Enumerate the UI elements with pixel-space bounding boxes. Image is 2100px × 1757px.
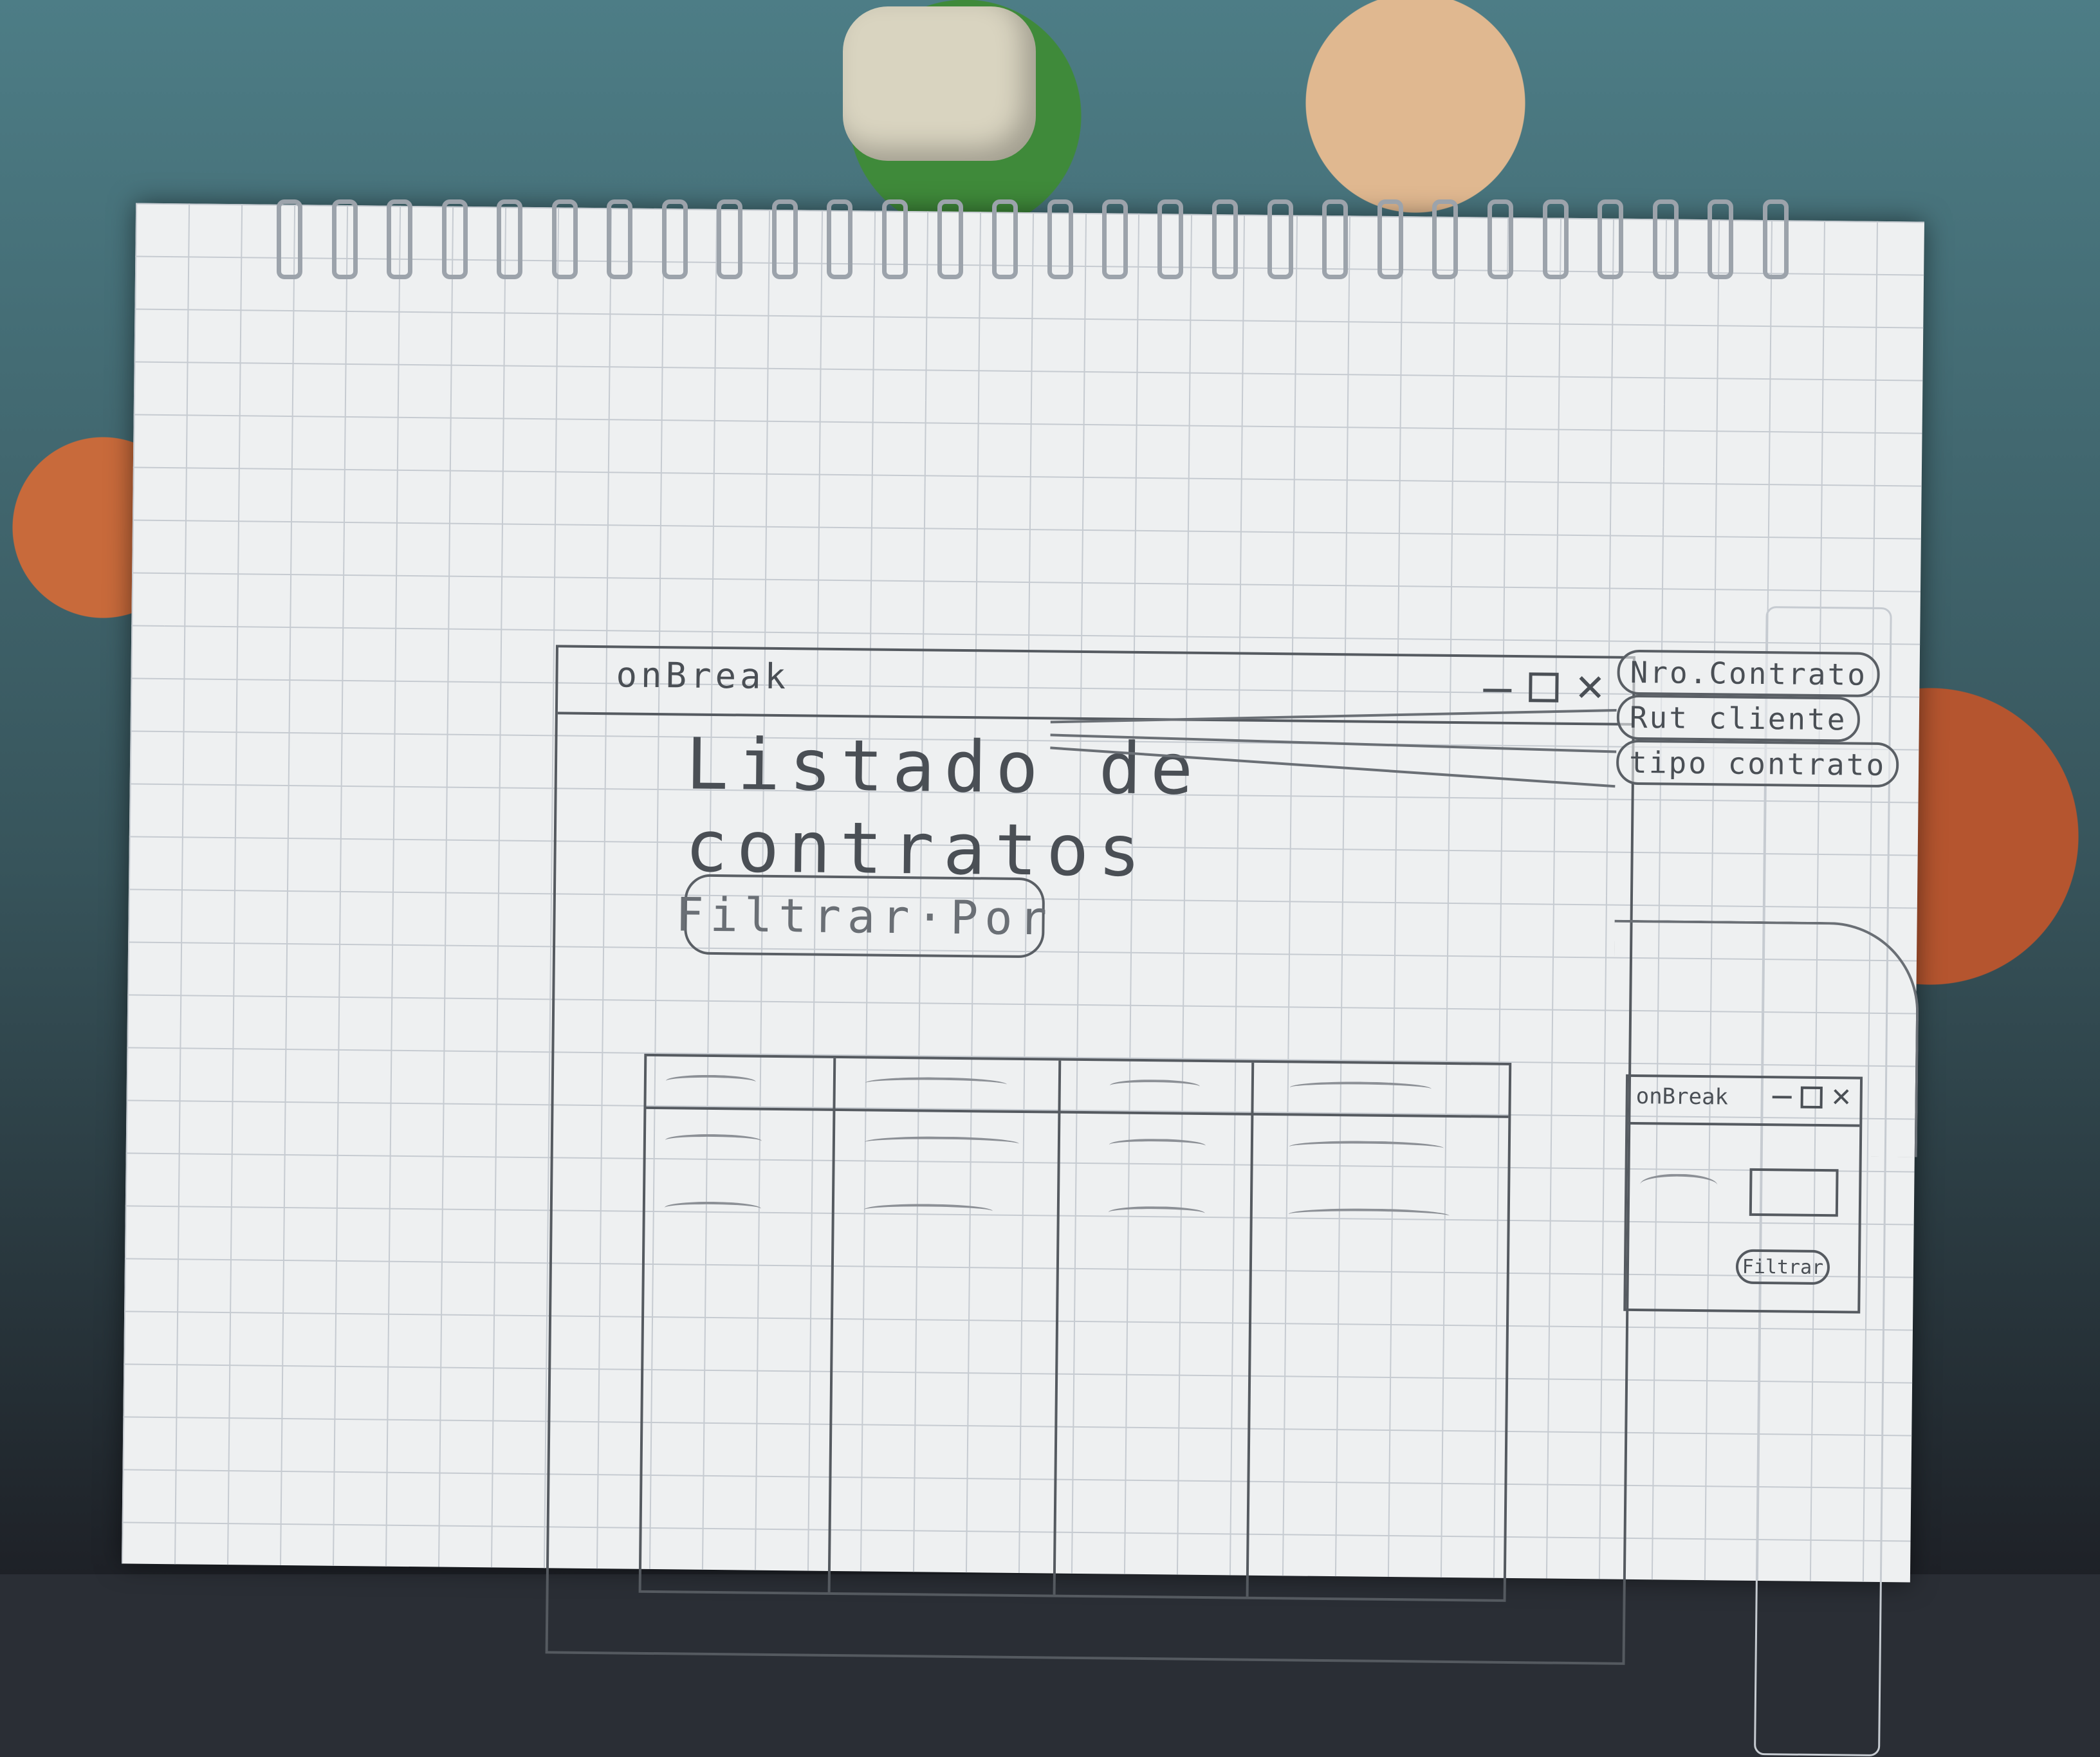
minimize-icon[interactable] (1480, 670, 1515, 704)
spiral-ring (607, 199, 633, 279)
spiral-ring (1598, 199, 1624, 279)
table-cell-placeholder[interactable] (1288, 1208, 1450, 1222)
table-cell-placeholder[interactable] (864, 1136, 1020, 1150)
filter-option-contract-number[interactable]: Nro.Contrato (1617, 649, 1881, 697)
table-cell-placeholder[interactable] (1289, 1140, 1444, 1155)
column-divider (1246, 1062, 1255, 1597)
dialog-window-controls: ✕ (1770, 1083, 1854, 1113)
close-icon[interactable]: ✕ (1574, 665, 1607, 710)
column-divider (1053, 1060, 1062, 1595)
spiral-ring (771, 199, 798, 279)
table-cell-placeholder[interactable] (1109, 1138, 1206, 1152)
apply-filter-button[interactable]: Filtrar (1735, 1249, 1830, 1285)
spiral-ring (661, 199, 688, 279)
spiral-ring (497, 199, 523, 279)
filter-value-input[interactable] (1749, 1168, 1839, 1217)
main-window-sketch: onBreak ✕ Listado de contratos Filtrar·P… (545, 645, 1635, 1665)
notebook-page: onBreak ✕ Listado de contratos Filtrar·P… (122, 203, 1924, 1757)
spiral-ring (1488, 199, 1514, 279)
maximize-icon[interactable] (1800, 1085, 1824, 1110)
spiral-ring (551, 199, 578, 279)
spiral-ring (1102, 199, 1128, 279)
spiral-ring (827, 199, 853, 279)
dialog-title: onBreak (1635, 1083, 1729, 1110)
table-cell-placeholder[interactable] (665, 1134, 762, 1148)
spiral-ring (1762, 199, 1789, 279)
spiral-ring (1047, 199, 1073, 279)
spiral-ring (277, 199, 302, 279)
table-cell-placeholder[interactable] (863, 1203, 993, 1218)
close-icon[interactable]: ✕ (1830, 1083, 1852, 1113)
dialog-titlebar: onBreak ✕ (1628, 1076, 1861, 1127)
spiral-ring (1157, 199, 1183, 279)
spiral-ring (1542, 199, 1569, 279)
minimize-icon[interactable] (1770, 1085, 1794, 1109)
column-divider (827, 1058, 836, 1592)
table-cell-placeholder[interactable] (1108, 1206, 1205, 1220)
spiral-ring (441, 199, 468, 279)
window-controls: ✕ (1480, 665, 1607, 710)
dice (843, 6, 1036, 161)
dialog-field-label-placeholder (1640, 1173, 1718, 1197)
spiral-ring (331, 199, 358, 279)
spiral-ring (882, 199, 908, 279)
notebook-spiral-binding (277, 199, 1789, 279)
filter-option-client-rut[interactable]: Rut cliente (1616, 694, 1860, 742)
spiral-ring (1652, 199, 1679, 279)
spiral-ring (937, 199, 963, 279)
spiral-ring (1322, 199, 1349, 279)
spiral-ring (1432, 199, 1459, 279)
table-cell-placeholder[interactable] (664, 1201, 761, 1215)
app-title: onBreak (616, 654, 790, 697)
spiral-ring (1377, 199, 1403, 279)
spiral-ring (717, 199, 743, 279)
spiral-ring (1212, 199, 1239, 279)
filter-option-contract-type[interactable]: tipo contrato (1616, 739, 1899, 788)
maximize-icon[interactable] (1527, 670, 1561, 704)
spiral-ring (992, 199, 1018, 279)
filter-by-button[interactable]: Filtrar·Por (676, 874, 1053, 959)
contracts-table (638, 1053, 1512, 1602)
filter-dialog-sketch: onBreak ✕ Filtrar (1623, 1074, 1863, 1314)
spiral-ring (387, 199, 413, 279)
spiral-ring (1267, 199, 1293, 279)
spiral-ring (1708, 199, 1734, 279)
